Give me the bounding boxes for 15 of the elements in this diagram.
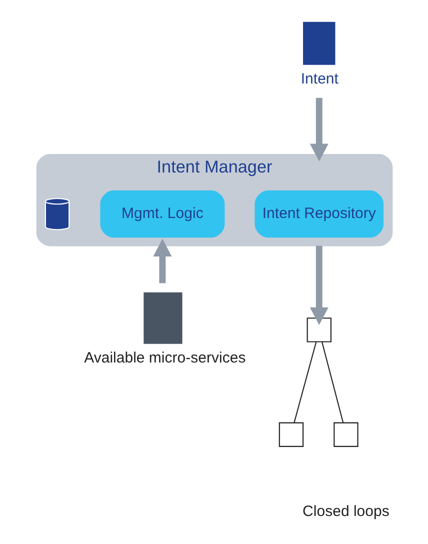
arrow (309, 98, 328, 162)
node-box: Mgmt. Logic (100, 190, 224, 238)
arrow (309, 246, 328, 326)
arrow (152, 238, 172, 284)
connector (293, 342, 316, 423)
label: Closed loops (302, 502, 389, 520)
node-box (302, 22, 335, 65)
node-label: Intent (300, 70, 338, 88)
connector (321, 342, 344, 423)
node-label: Available micro-services (84, 349, 246, 366)
node-box (143, 292, 182, 344)
node-box (333, 422, 358, 447)
node-box: Intent Repository (254, 190, 384, 238)
node-box (306, 318, 331, 342)
node-box (278, 422, 304, 447)
